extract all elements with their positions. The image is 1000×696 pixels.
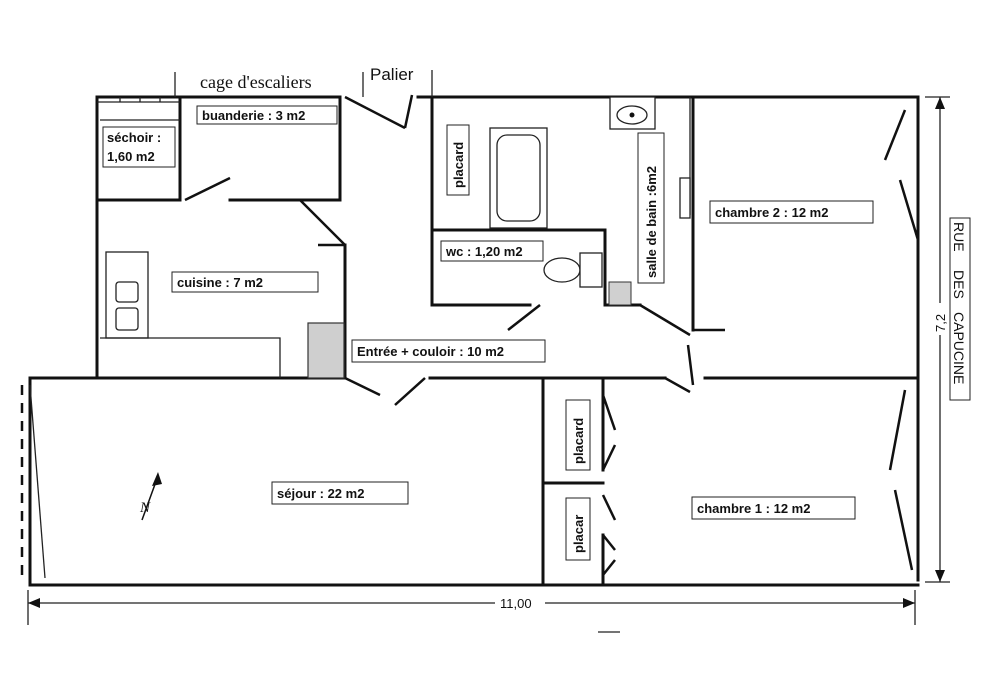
wc-label: wc : 1,20 m2 (445, 244, 523, 259)
closet-top-label: placard (451, 142, 466, 188)
bathroom-label: salle de bain :6m2 (644, 166, 659, 278)
laundry-label: buanderie : 3 m2 (202, 108, 305, 123)
width-dimension: 11,00 (27, 590, 916, 625)
closet-low-label: placar (571, 515, 586, 553)
bedroom2-label: chambre 2 : 12 m2 (715, 205, 828, 220)
street-name: RUE DES CAPUCINE (949, 217, 971, 401)
street-line1: RUE (951, 222, 967, 252)
dryer-label-line2: 1,60 m2 (107, 149, 155, 164)
north-arrow-icon: N (139, 472, 162, 521)
stove-icon (115, 281, 139, 303)
dryer-label-line1: séchoir : (107, 130, 161, 145)
room-labels: cage d'escaliers Palier buanderie : 3 m2… (102, 65, 874, 561)
landing-label: Palier (370, 65, 414, 84)
street-line2: DES (951, 270, 967, 299)
living-room-label: séjour : 22 m2 (277, 486, 364, 501)
width-value: 11,00 (500, 596, 532, 611)
height-dimension: 7,2 (925, 96, 952, 583)
staircase-label: cage d'escaliers (200, 72, 312, 92)
north-label: N (139, 500, 151, 516)
radiator-icon (679, 177, 691, 219)
toilet-icon (543, 257, 581, 283)
closet-mid-label: placard (571, 418, 586, 464)
street-line3: CAPUCINE (951, 312, 967, 384)
windows (20, 97, 920, 580)
bedroom1-label: chambre 1 : 12 m2 (697, 501, 810, 516)
kitchen-label: cuisine : 7 m2 (177, 275, 263, 290)
entry-label: Entrée + couloir : 10 m2 (357, 344, 504, 359)
height-value: 7,2 (933, 314, 948, 332)
shower-tray-icon (608, 281, 632, 306)
sink-icon (115, 307, 139, 331)
doors (178, 94, 725, 576)
fridge-icon (307, 322, 345, 379)
fixtures (100, 96, 691, 379)
